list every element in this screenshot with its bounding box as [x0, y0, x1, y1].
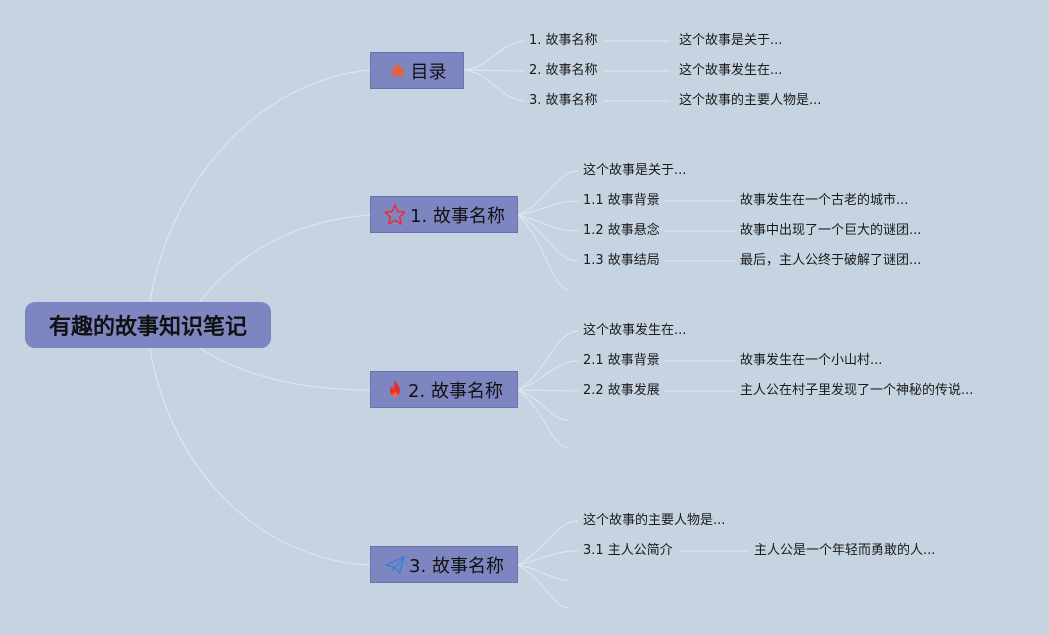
story-1-item-3[interactable]: 1.3 故事结局 [583, 253, 660, 268]
connector-toc-item-2 [463, 69, 526, 72]
connector-b2-item-2 [517, 389, 579, 392]
toc-item-2-detail[interactable]: 这个故事发生在... [679, 63, 783, 78]
branch-node-story-1[interactable]: 1. 故事名称 [370, 196, 518, 233]
story-2-item-2[interactable]: 2.2 故事发展 [583, 383, 660, 398]
connector-b2-extra-1 [517, 389, 569, 421]
connector-root-to-branch-2 [199, 347, 371, 391]
branch-node-story-2[interactable]: 2. 故事名称 [370, 371, 518, 408]
branch-node-toc[interactable]: 目录 [370, 52, 464, 89]
story-1-item-2-detail[interactable]: 故事中出现了一个巨大的谜团... [740, 223, 922, 238]
connector-b2-intro [517, 330, 579, 391]
branch-label: 2. 故事名称 [408, 380, 503, 402]
connector-b1-item-3 [517, 214, 579, 262]
star-outline-icon [383, 203, 407, 227]
story-2-item-1[interactable]: 2.1 故事背景 [583, 353, 660, 368]
connector-b3-extra-2 [517, 564, 569, 609]
toc-item-1-detail[interactable]: 这个故事是关于... [679, 33, 783, 48]
toc-item-3-detail[interactable]: 这个故事的主要人物是... [679, 93, 822, 108]
connector-b1-intro [517, 170, 579, 216]
toc-item-3[interactable]: 3. 故事名称 [529, 93, 598, 108]
connector-b2-extra-2 [517, 389, 569, 449]
connector-toc-item-1 [463, 40, 526, 71]
root-node[interactable]: 有趣的故事知识笔记 [25, 302, 271, 348]
toc-item-2[interactable]: 2. 故事名称 [529, 63, 598, 78]
connector-toc-item-3 [463, 69, 526, 102]
story-1-item-3-detail[interactable]: 最后，主人公终于破解了谜团... [740, 253, 922, 268]
root-title: 有趣的故事知识笔记 [48, 315, 247, 340]
star-filled-icon [388, 61, 408, 81]
branch-label: 目录 [410, 61, 447, 83]
toc-item-1[interactable]: 1. 故事名称 [529, 33, 598, 48]
story-2-item-2-detail[interactable]: 主人公在村子里发现了一个神秘的传说... [740, 383, 974, 398]
story-1-intro[interactable]: 这个故事是关于... [583, 163, 687, 178]
connector-root-to-branch-1 [199, 214, 371, 303]
story-2-item-1-detail[interactable]: 故事发生在一个小山村... [740, 353, 883, 368]
story-2-intro[interactable]: 这个故事发生在... [583, 323, 687, 338]
paper-plane-icon [384, 555, 406, 575]
connector-b3-extra-1 [517, 564, 569, 581]
branch-node-story-3[interactable]: 3. 故事名称 [370, 546, 518, 583]
connector-root-to-branch-3 [149, 347, 371, 566]
connector-b3-intro [517, 520, 579, 566]
story-1-item-1-detail[interactable]: 故事发生在一个古老的城市... [740, 193, 909, 208]
connector-b1-extra [517, 214, 569, 291]
story-3-item-1-detail[interactable]: 主人公是一个年轻而勇敢的人... [754, 543, 936, 558]
story-3-item-1[interactable]: 3.1 主人公简介 [583, 543, 673, 558]
connector-b1-item-2 [517, 214, 579, 232]
connector-b3-item-1 [517, 550, 579, 566]
fire-icon [385, 379, 405, 401]
connector-root-to-toc [149, 69, 371, 303]
story-3-intro[interactable]: 这个故事的主要人物是... [583, 513, 726, 528]
connector-b2-item-1 [517, 360, 579, 391]
branch-label: 1. 故事名称 [410, 205, 505, 227]
story-1-item-1[interactable]: 1.1 故事背景 [583, 193, 660, 208]
story-1-item-2[interactable]: 1.2 故事悬念 [583, 223, 660, 238]
branch-label: 3. 故事名称 [409, 555, 504, 577]
connector-b1-item-1 [517, 200, 579, 216]
